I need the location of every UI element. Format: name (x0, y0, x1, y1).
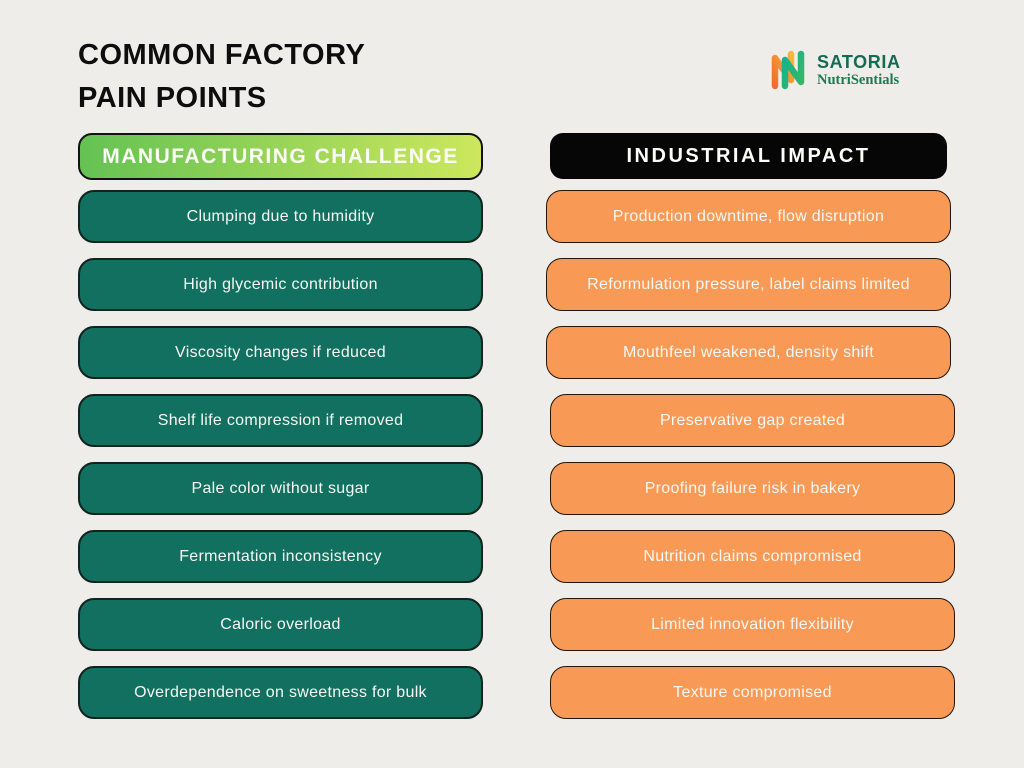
challenge-item: High glycemic contribution (78, 258, 483, 311)
challenge-item: Caloric overload (78, 598, 483, 651)
challenge-item: Pale color without sugar (78, 462, 483, 515)
impact-item: Limited innovation flexibility (550, 598, 955, 651)
page-title-line1: COMMON FACTORY (78, 39, 366, 71)
challenge-column: Clumping due to humidity High glycemic c… (78, 190, 483, 719)
challenge-item: Clumping due to humidity (78, 190, 483, 243)
challenge-item: Viscosity changes if reduced (78, 326, 483, 379)
page-title-line2: PAIN POINTS (78, 82, 267, 114)
column-header-manufacturing-challenge: MANUFACTURING CHALLENGE (78, 133, 483, 180)
challenge-item: Overdependence on sweetness for bulk (78, 666, 483, 719)
challenge-item: Fermentation inconsistency (78, 530, 483, 583)
logo-tagline: NutriSentials (817, 71, 900, 88)
impact-item: Mouthfeel weakened, density shift (546, 326, 951, 379)
page-title: COMMON FACTORY PAIN POINTS (78, 34, 365, 120)
logo-text: SATORIA NutriSentials (817, 51, 901, 88)
impact-item: Preservative gap created (550, 394, 955, 447)
challenge-item: Shelf life compression if removed (78, 394, 483, 447)
impact-column: Production downtime, flow disruption Ref… (546, 190, 955, 719)
impact-item: Proofing failure risk in bakery (550, 462, 955, 515)
logo-brand: SATORIA (817, 51, 901, 72)
impact-item: Texture compromised (550, 666, 955, 719)
impact-item: Production downtime, flow disruption (546, 190, 951, 243)
column-header-industrial-impact: INDUSTRIAL IMPACT (550, 133, 947, 179)
impact-item: Nutrition claims compromised (550, 530, 955, 583)
ns-monogram-icon (764, 46, 812, 94)
impact-item: Reformulation pressure, label claims lim… (546, 258, 951, 311)
logo: SATORIA NutriSentials (764, 46, 901, 94)
